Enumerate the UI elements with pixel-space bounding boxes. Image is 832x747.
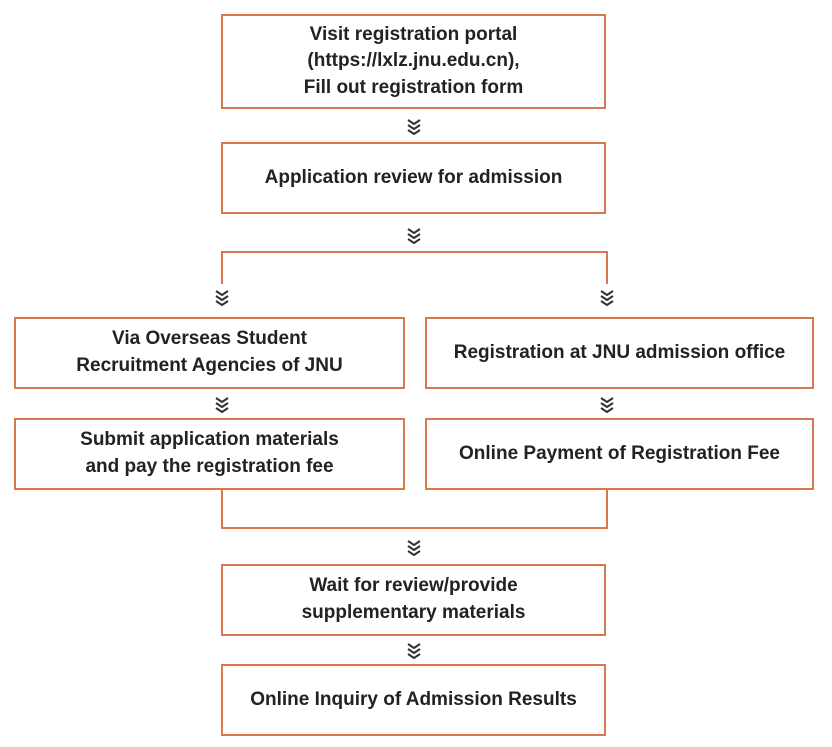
split-connector — [221, 251, 608, 284]
step-online-inquiry: Online Inquiry of Admission Results — [221, 664, 606, 736]
step-text-line: Wait for review/provide — [309, 575, 518, 597]
step-application-review: Application review for admission — [221, 142, 606, 214]
step-text-line: Via Overseas Student — [111, 328, 308, 350]
step-text-line: and pay the registration fee — [85, 456, 334, 477]
step-text-line: supplementary materials — [301, 602, 526, 623]
triple-chevron-down-icon — [600, 290, 614, 306]
step-visit-portal: Visit registration portal (https://lxlz.… — [221, 14, 606, 109]
step-via-agencies: Via Overseas Student Recruitment Agencie… — [14, 317, 405, 389]
step-text-line: Registration at JNU admission office — [453, 341, 786, 363]
triple-chevron-down-icon — [215, 397, 229, 413]
step-text-line: Online Payment of Registration Fee — [459, 442, 780, 464]
triple-chevron-down-icon — [407, 540, 421, 556]
step-text-line: Application review for admission — [264, 166, 563, 188]
step-text-line: Visit registration portal — [309, 23, 518, 45]
step-submit-materials: Submit application materials and pay the… — [14, 418, 405, 490]
step-text-line: Online Inquiry of Admission Results — [250, 688, 577, 710]
triple-chevron-down-icon — [600, 397, 614, 413]
step-wait-review: Wait for review/provide supplementary ma… — [221, 564, 606, 636]
step-text-line: Submit application materials — [80, 429, 339, 451]
triple-chevron-down-icon — [407, 228, 421, 244]
triple-chevron-down-icon — [407, 643, 421, 659]
triple-chevron-down-icon — [407, 119, 421, 135]
triple-chevron-down-icon — [215, 290, 229, 306]
merge-connector — [221, 489, 608, 529]
step-text-line: (https://lxlz.jnu.edu.cn), — [307, 50, 520, 72]
step-text-line: Fill out registration form — [303, 76, 524, 98]
step-text-line: Recruitment Agencies of JNU — [76, 355, 343, 376]
step-online-payment: Online Payment of Registration Fee — [425, 418, 814, 490]
step-registration-office: Registration at JNU admission office — [425, 317, 814, 389]
